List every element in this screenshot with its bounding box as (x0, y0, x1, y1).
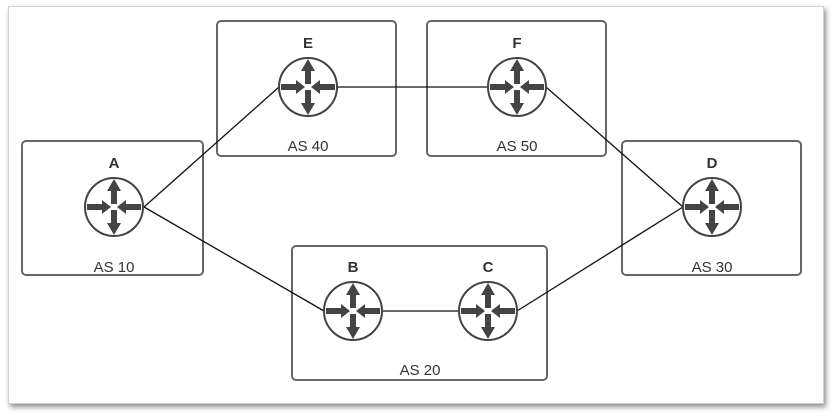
router-c-icon[interactable] (458, 281, 518, 341)
as50-label: AS 50 (497, 138, 538, 155)
router-f-icon[interactable] (487, 57, 547, 117)
router-d-label: D (707, 155, 718, 172)
link-c-d (516, 206, 684, 312)
router-b-label: B (348, 259, 359, 276)
router-a-icon[interactable] (84, 177, 144, 237)
link-f-d (545, 86, 684, 208)
router-c-label: C (483, 259, 494, 276)
as40-label: AS 40 (288, 138, 329, 155)
router-f-label: F (512, 35, 521, 52)
as10-label: AS 10 (94, 259, 135, 276)
as30-label: AS 30 (692, 259, 733, 276)
link-a-e (143, 86, 280, 208)
router-e-label: E (303, 35, 313, 52)
as20-box (291, 245, 548, 381)
router-e-icon[interactable] (278, 57, 338, 117)
router-d-icon[interactable] (682, 177, 742, 237)
router-b-icon[interactable] (323, 281, 383, 341)
router-a-label: A (109, 155, 120, 172)
as20-label: AS 20 (400, 362, 441, 379)
link-a-b (143, 206, 325, 312)
